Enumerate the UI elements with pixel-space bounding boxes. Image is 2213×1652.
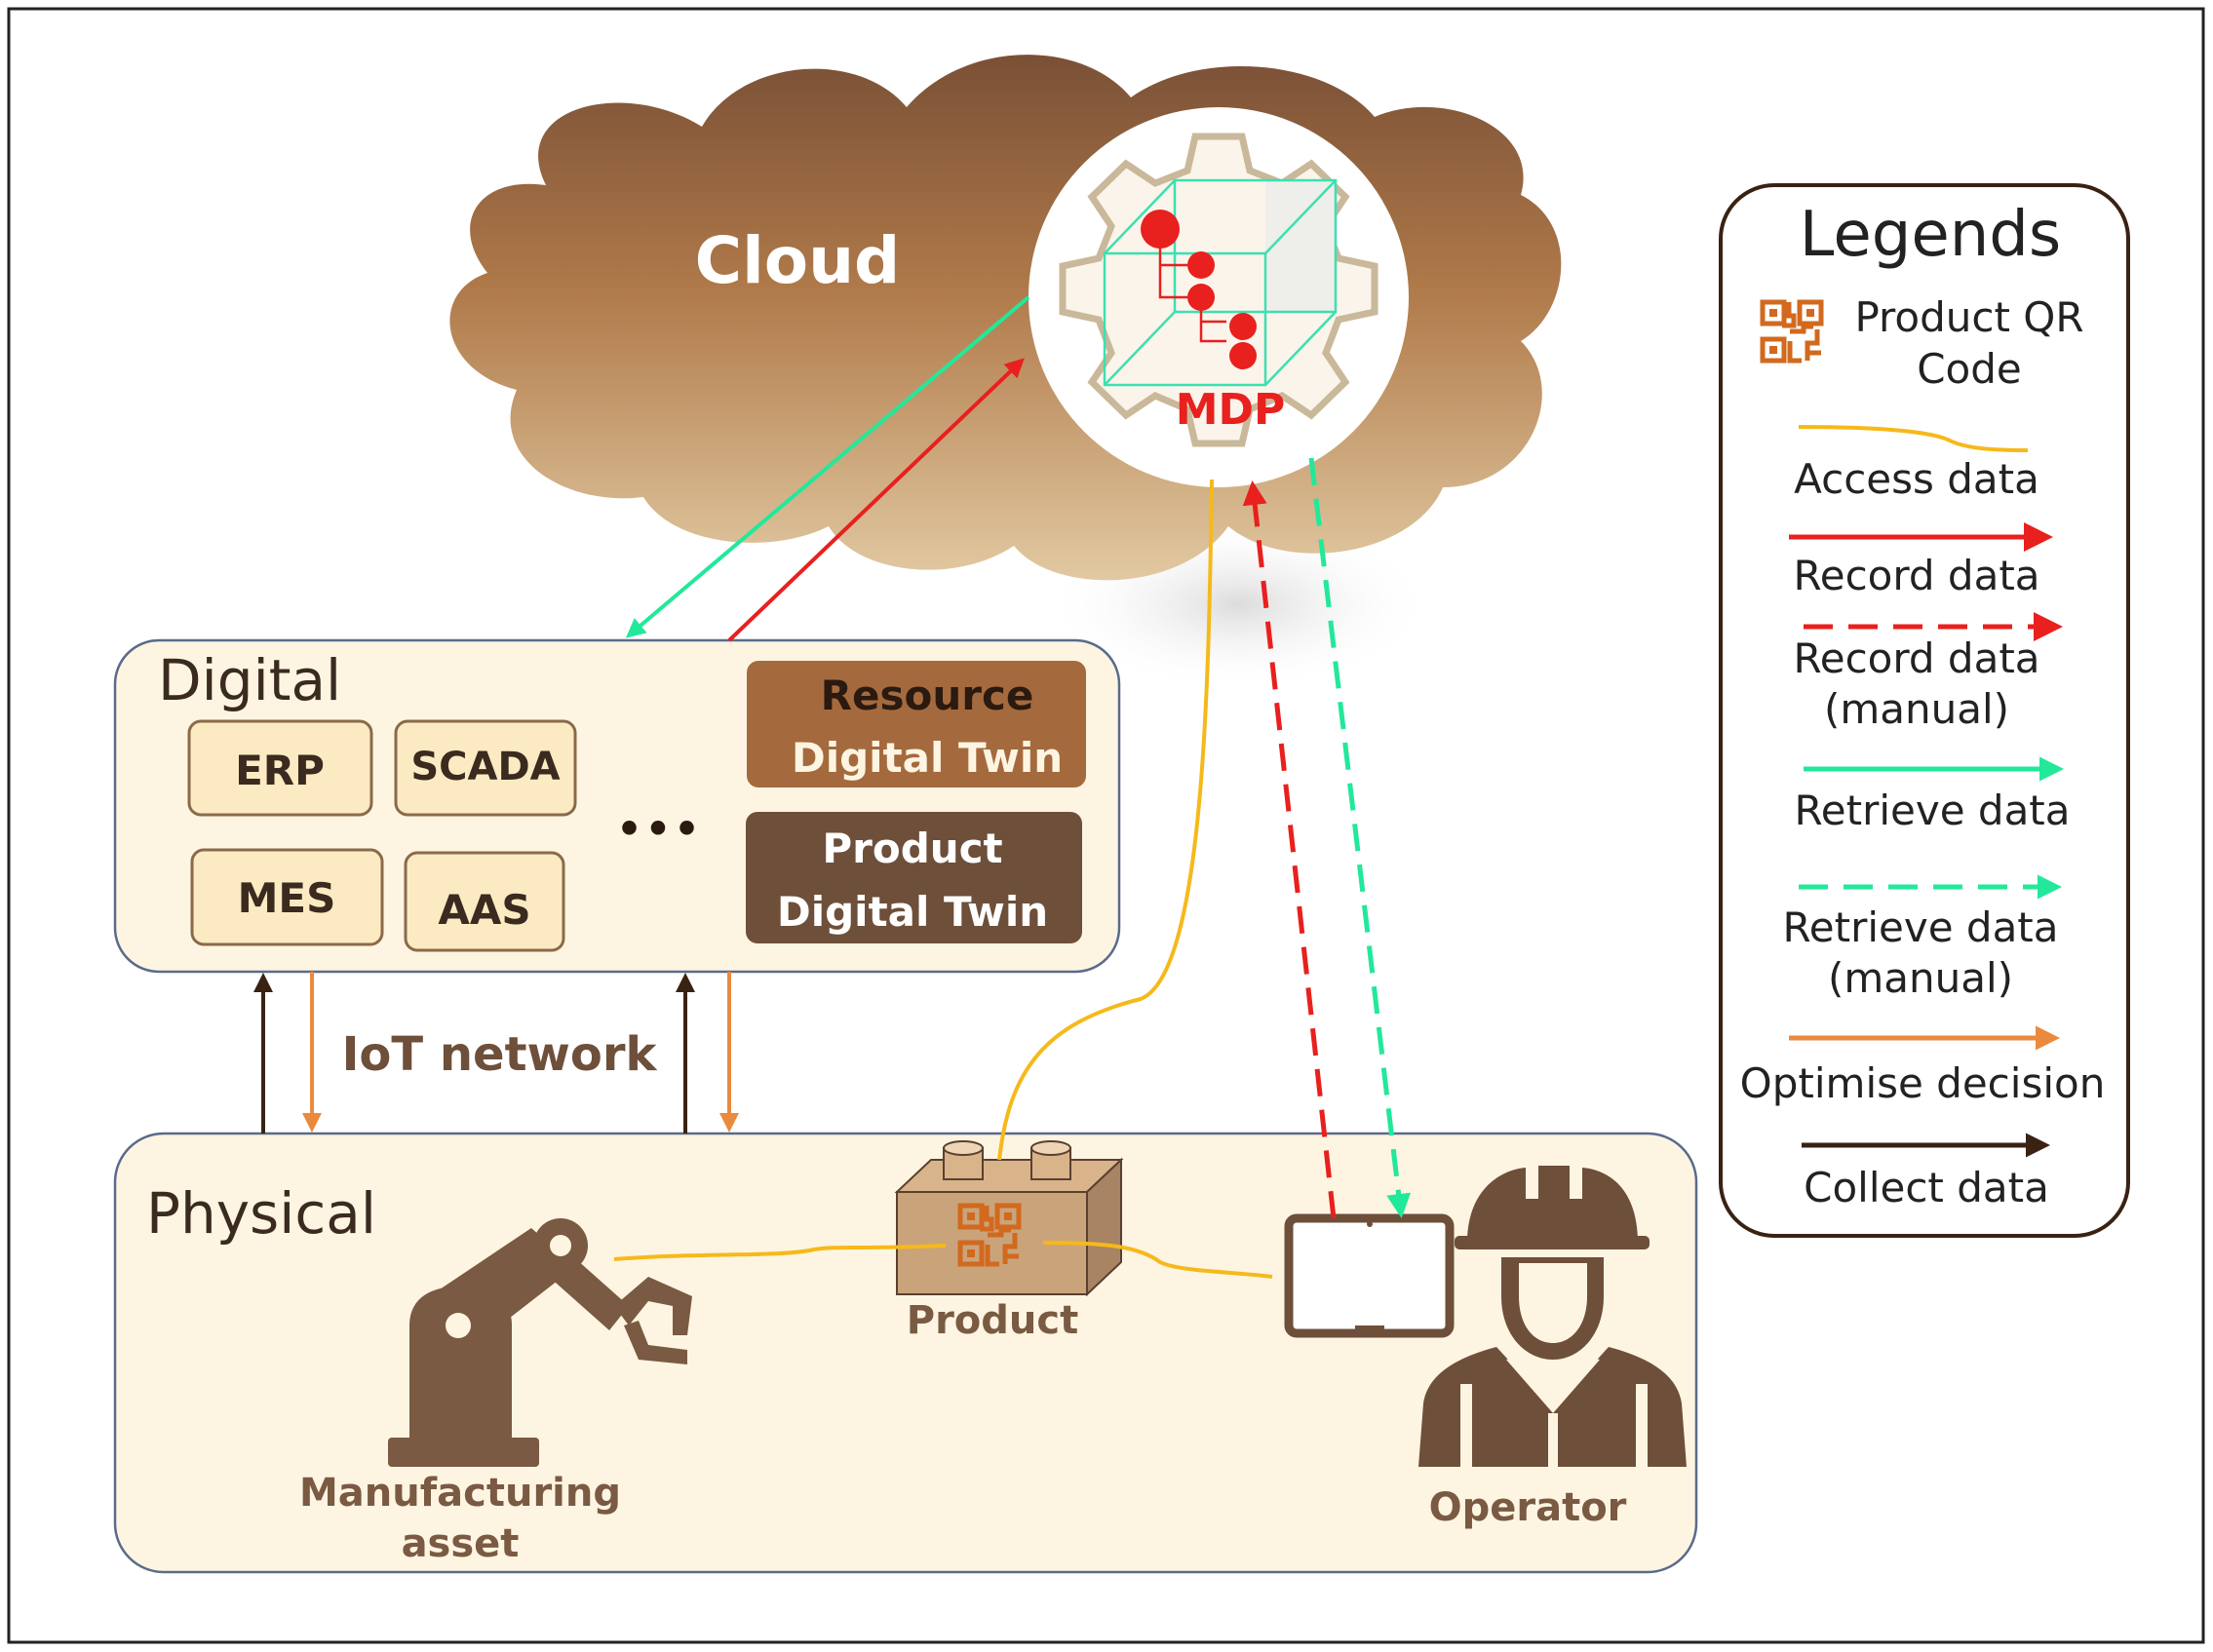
connectors bbox=[253, 295, 1412, 1279]
access-line-operator bbox=[1042, 1241, 1273, 1279]
legend-qr-line1: Product QR bbox=[1854, 293, 2083, 341]
product-box-icon bbox=[894, 1140, 1124, 1297]
legend-record-manual-line2: (manual) bbox=[1824, 685, 2009, 733]
aas-box bbox=[404, 851, 565, 952]
legend-optimise-label: Optimise decision bbox=[1740, 1059, 2106, 1107]
record-arrow-to-cloud bbox=[727, 358, 1025, 642]
legend-qr-line2: Code bbox=[1917, 345, 2022, 393]
legend-access-label: Access data bbox=[1794, 455, 2039, 503]
aas-label: AAS bbox=[438, 886, 530, 934]
digital-panel: Digital ERP SCADA MES AAS ••• Resource D… bbox=[113, 638, 1121, 974]
operator-label: Operator bbox=[1429, 1485, 1627, 1530]
access-line-cloud bbox=[997, 479, 1214, 1161]
cloud-label: Cloud bbox=[695, 223, 901, 298]
cube-icon bbox=[1103, 178, 1338, 387]
resource-twin-line1: Resource bbox=[821, 672, 1034, 719]
legend-collect-label: Collect data bbox=[1804, 1164, 2049, 1211]
ellipsis: ••• bbox=[615, 801, 701, 858]
physical-title: Physical bbox=[146, 1180, 376, 1247]
operator-icon bbox=[1418, 1166, 1687, 1467]
erp-box bbox=[187, 719, 373, 817]
record-manual-arrow bbox=[1242, 480, 1337, 1219]
mes-label: MES bbox=[238, 874, 336, 922]
mdp-platform: MDP bbox=[1029, 107, 1409, 487]
resource-twin-line2: Digital Twin bbox=[792, 734, 1063, 782]
product-twin-line2: Digital Twin bbox=[777, 888, 1048, 936]
access-line-asset bbox=[613, 1244, 947, 1261]
legend-record-manual-line1: Record data bbox=[1793, 634, 2039, 682]
mdp-label: MDP bbox=[1176, 385, 1286, 435]
legend-panel: Legends Product QR Code Access data Reco… bbox=[1719, 183, 2130, 1238]
product-label: Product bbox=[907, 1298, 1078, 1343]
legend-record-label: Record data bbox=[1793, 552, 2039, 599]
robot-arm-icon bbox=[388, 1218, 692, 1467]
asset-label-line2: asset bbox=[402, 1521, 520, 1566]
mes-box bbox=[190, 848, 384, 946]
legend-access-line bbox=[1798, 425, 2029, 452]
legend-title: Legends bbox=[1800, 199, 2061, 271]
iot-network-label: IoT network bbox=[342, 1027, 658, 1082]
retrieve-manual-arrow bbox=[1308, 457, 1412, 1218]
retrieve-arrow-to-digital bbox=[625, 295, 1030, 638]
hierarchy-icon bbox=[1141, 210, 1257, 369]
erp-label: ERP bbox=[235, 747, 325, 794]
product-twin-line1: Product bbox=[822, 825, 1002, 872]
tablet-icon bbox=[1284, 1213, 1455, 1338]
digital-title: Digital bbox=[158, 647, 341, 713]
resource-digital-twin-box bbox=[747, 661, 1086, 788]
asset-label-line1: Manufacturing bbox=[299, 1471, 621, 1516]
legend-retrieve-label: Retrieve data bbox=[1794, 787, 2070, 834]
physical-panel: Physical Manufacturing asset Pro bbox=[113, 1132, 1698, 1574]
product-digital-twin-box bbox=[746, 812, 1082, 943]
legend-retrieve-manual-line1: Retrieve data bbox=[1782, 903, 2058, 951]
scada-label: SCADA bbox=[410, 745, 560, 789]
scada-box bbox=[394, 719, 577, 817]
legend-retrieve-manual-line2: (manual) bbox=[1828, 954, 2013, 1002]
